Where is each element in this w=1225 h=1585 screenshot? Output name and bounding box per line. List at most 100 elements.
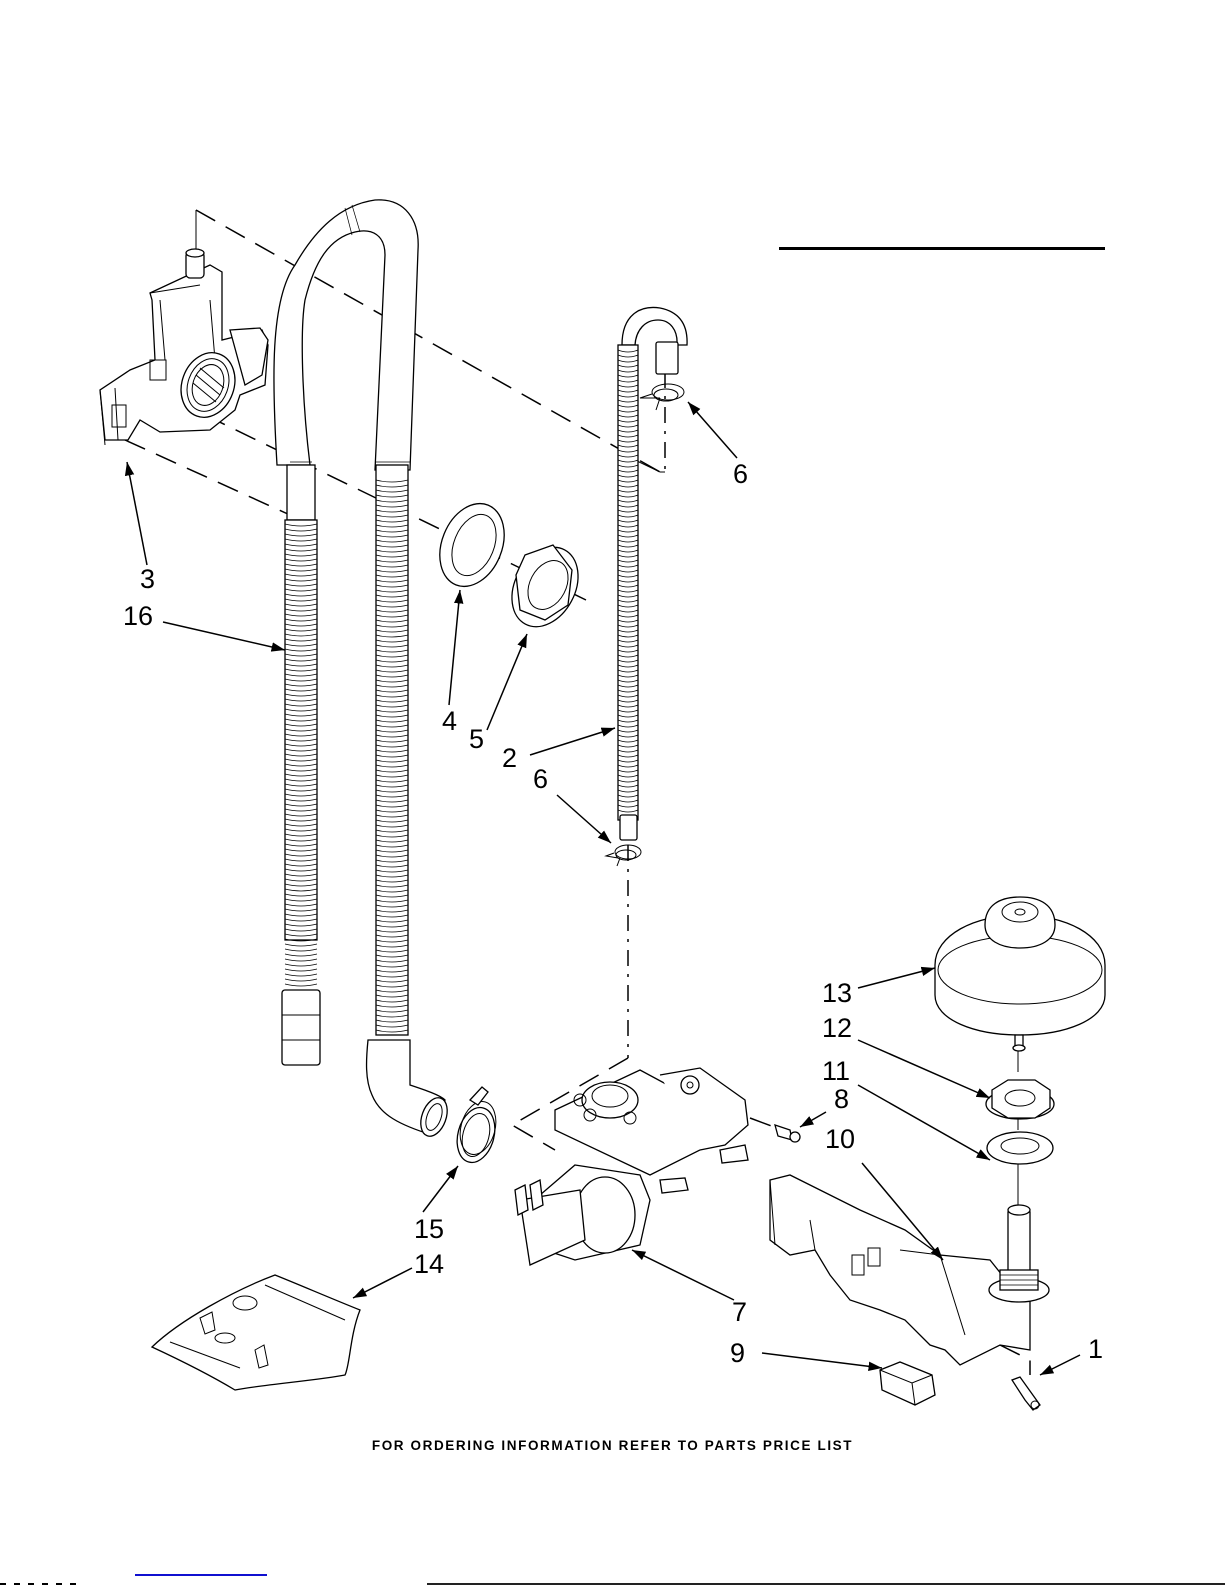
hose-rib	[284, 773, 318, 777]
hose-rib	[375, 724, 409, 728]
hose-rib	[375, 514, 409, 518]
leader-9	[761, 1352, 883, 1372]
hose-rib	[375, 819, 409, 823]
part-gasket	[439, 502, 505, 588]
hose-rib	[375, 579, 409, 583]
hose-rib	[617, 619, 639, 623]
hose-rib	[375, 1004, 409, 1008]
hose-rib	[284, 548, 318, 552]
hose-rib	[617, 764, 639, 768]
hose-rib	[375, 744, 409, 748]
hose-rib	[284, 638, 318, 642]
hose-rib	[617, 529, 639, 533]
hose-rib	[284, 618, 318, 622]
callout-6b: 6	[533, 764, 548, 794]
hose-rib	[284, 778, 318, 782]
hose-rib	[284, 888, 318, 892]
hose-rib	[284, 598, 318, 602]
hose-rib	[284, 798, 318, 802]
hose-rib	[284, 713, 318, 717]
hose-rib	[284, 913, 318, 917]
hose-rib	[375, 734, 409, 738]
hose-rib	[284, 728, 318, 732]
title-underline	[779, 247, 1105, 250]
hose-rib	[375, 934, 409, 938]
hose-rib	[284, 743, 318, 747]
hose-rib	[375, 914, 409, 918]
hose-rib	[617, 559, 639, 563]
hose-rib	[284, 758, 318, 762]
callout-1: 1	[1088, 1334, 1103, 1364]
hose-rib	[617, 539, 639, 543]
hose-rib	[375, 564, 409, 568]
hose-rib	[375, 554, 409, 558]
hose-rib	[375, 804, 409, 808]
hose-rib	[617, 564, 639, 568]
callout-14: 14	[414, 1249, 444, 1279]
hose-rib	[284, 633, 318, 637]
leader-7	[631, 1249, 735, 1301]
hose-rib	[284, 578, 318, 582]
hose-rib	[284, 903, 318, 907]
hose-rib	[375, 969, 409, 973]
part-float-nut	[985, 1079, 1055, 1120]
hose-rib	[375, 594, 409, 598]
hose-rib	[375, 974, 409, 978]
hose-rib	[284, 963, 318, 967]
hose-rib	[375, 824, 409, 828]
hose-rib	[617, 369, 639, 373]
hose-rib	[284, 528, 318, 532]
hose-rib	[617, 654, 639, 658]
hose-rib	[375, 609, 409, 613]
hose-rib	[617, 614, 639, 618]
hose-rib	[375, 679, 409, 683]
hose-rib	[375, 649, 409, 653]
hose-rib	[375, 619, 409, 623]
hose-rib	[617, 694, 639, 698]
hose-rib	[284, 803, 318, 807]
hose-rib	[617, 704, 639, 708]
hose-rib	[375, 809, 409, 813]
hose-rib	[284, 613, 318, 617]
hose-rib	[617, 439, 639, 443]
hose-rib	[375, 689, 409, 693]
hose-rib	[375, 529, 409, 533]
hose-rib	[284, 933, 318, 937]
hose-rib	[617, 489, 639, 493]
hose-rib	[617, 639, 639, 643]
guide-line-top	[195, 209, 661, 473]
hose-rib	[617, 579, 639, 583]
hose-rib	[617, 454, 639, 458]
hose-rib	[375, 524, 409, 528]
hose-rib	[284, 678, 318, 682]
hose-rib	[375, 979, 409, 983]
callout-leaders	[124, 401, 1081, 1376]
hose-rib	[375, 929, 409, 933]
page-link-underline[interactable]	[135, 1574, 267, 1576]
hose-rib	[375, 794, 409, 798]
hose-rib	[284, 898, 318, 902]
hose-rib	[375, 884, 409, 888]
hose-rib	[617, 549, 639, 553]
hose-rib	[617, 684, 639, 688]
hose-rib	[284, 918, 318, 922]
leader-14	[352, 1267, 413, 1299]
hose-rib	[617, 744, 639, 748]
hose-rib	[375, 759, 409, 763]
hose-rib	[375, 629, 409, 633]
hose-rib	[617, 789, 639, 793]
callout-2: 2	[502, 743, 517, 773]
hose-rib	[617, 409, 639, 413]
hose-rib	[617, 784, 639, 788]
hose-rib	[375, 964, 409, 968]
hose-rib	[284, 838, 318, 842]
hose-rib	[617, 729, 639, 733]
hose-rib	[375, 1014, 409, 1018]
hose-rib	[284, 808, 318, 812]
hose-rib	[617, 459, 639, 463]
hose-rib	[375, 714, 409, 718]
part-hose-clamp-upper	[639, 383, 685, 411]
part-water-inlet-valve	[514, 1067, 749, 1266]
leader-10	[861, 1162, 944, 1261]
hose-rib	[284, 873, 318, 877]
